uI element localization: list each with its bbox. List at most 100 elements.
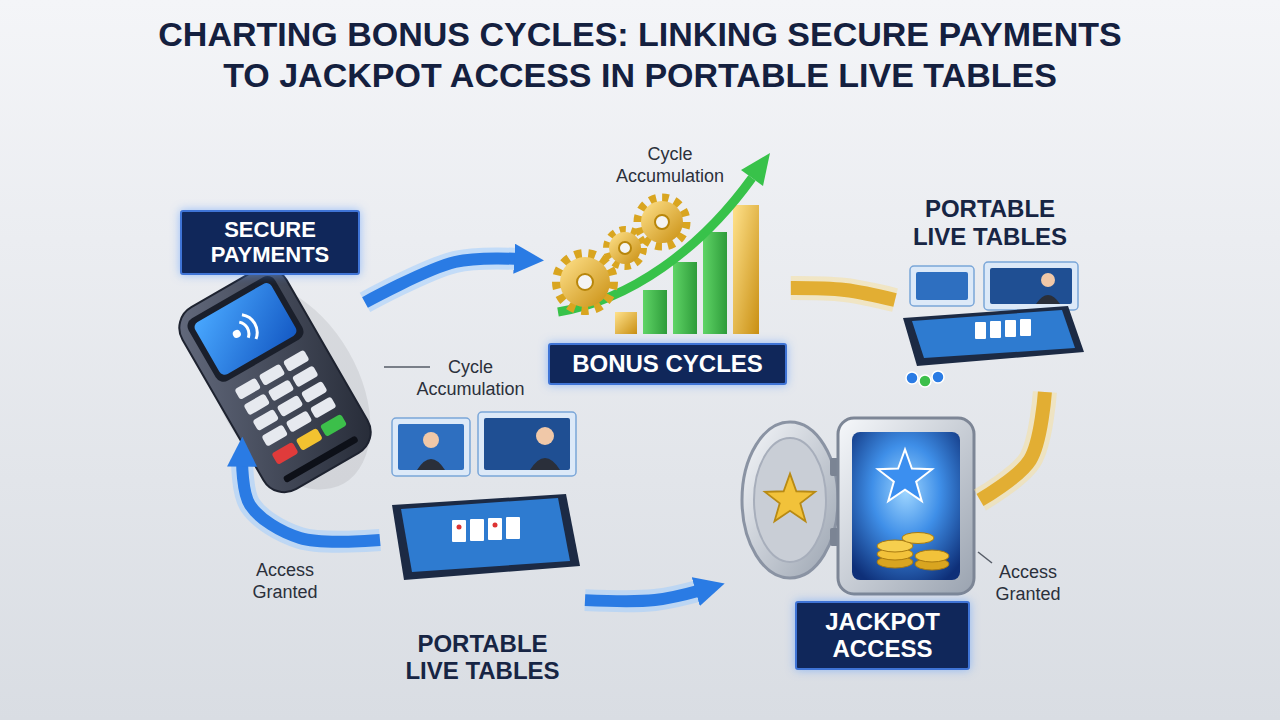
connector-glow (365, 258, 520, 302)
payment-terminal (271, 442, 298, 465)
illustration-node: PORTABLE LIVE TABLES (895, 193, 1085, 392)
live-table-tablet (470, 519, 484, 541)
gears (557, 198, 686, 310)
illustration-node: PORTABLE LIVE TABLES (380, 410, 585, 690)
connector-glow (242, 461, 380, 542)
illustration-node: JACKPOT ACCESS (725, 390, 980, 675)
connector-line (585, 590, 702, 601)
payment-terminal (286, 410, 313, 432)
payment-terminal (283, 350, 310, 372)
connector-line (365, 258, 520, 302)
jackpot-vault (742, 418, 974, 594)
callout-label: Cycle Accumulation (408, 357, 533, 400)
title-slot: CHARTING BONUS CYCLES: LINKING SECURE PA… (140, 14, 1140, 97)
gears (619, 242, 631, 254)
payment-terminal (171, 259, 380, 501)
connector-line (980, 392, 1045, 500)
connector-glow (791, 288, 895, 300)
live-table-tablet (398, 424, 464, 470)
label-slot: Access Granted (235, 560, 335, 603)
live-table-tablet (493, 523, 498, 528)
bonus-chart (643, 290, 667, 334)
payment-terminal (296, 428, 323, 451)
jackpot-vault (765, 474, 815, 522)
jackpot-vault (838, 418, 974, 594)
live-table-tablet (536, 427, 554, 445)
label-slot: Access Granted (978, 562, 1078, 605)
connector-glow (980, 392, 1045, 500)
live-table-tablet (1036, 295, 1060, 304)
payment-terminal (237, 311, 262, 342)
label-slot: Cycle Accumulation (408, 357, 533, 400)
payment-terminal (252, 409, 279, 431)
live-table-tablet (488, 518, 502, 540)
illustration-node: SECURE PAYMENTS (150, 205, 365, 437)
live-table-tablet (1020, 319, 1031, 336)
jackpot-vault (915, 550, 949, 562)
node-heading: PORTABLE LIVE TABLES (908, 195, 1073, 250)
bonus-chart (741, 153, 770, 186)
live-table-tablet (1041, 273, 1055, 287)
live-table-tablet (990, 321, 1001, 338)
leader-line (978, 552, 992, 563)
connector-group (242, 258, 1045, 601)
jackpot-vault (754, 438, 826, 562)
flow-connector (585, 590, 702, 601)
live-table-tablet (392, 494, 580, 580)
diagram-title: CHARTING BONUS CYCLES: LINKING SECURE PA… (140, 14, 1140, 97)
live-table-tablet (506, 517, 520, 539)
illustration-node: BONUS CYCLES (544, 195, 791, 390)
callout-label: Cycle Accumulation (600, 144, 740, 187)
payment-terminal (192, 281, 298, 377)
payment-terminal (320, 414, 347, 437)
live-table-tablet (903, 306, 1084, 366)
callout-label: Access Granted (978, 562, 1078, 605)
live-table-tablet (392, 418, 470, 476)
live-table-tablet (984, 262, 1078, 310)
live-table-tablet (906, 372, 918, 384)
payment-terminal (292, 365, 319, 387)
live-table-tablet (1005, 320, 1016, 337)
gears (560, 257, 610, 307)
payment-terminal (310, 396, 337, 418)
node-label: SECURE PAYMENTS (180, 210, 360, 275)
payment-terminal (259, 364, 286, 386)
bonus-chart (673, 262, 697, 334)
payment-terminal (231, 328, 242, 339)
live-table-tablet (903, 262, 1084, 387)
live-table-tablet (392, 412, 580, 580)
gears (655, 215, 669, 229)
flow-connector (791, 288, 895, 300)
bonus-chart (558, 178, 752, 312)
node-heading: PORTABLE LIVE TABLES (400, 630, 565, 685)
payment-terminal (283, 435, 359, 483)
live-table-tablet (912, 310, 1075, 358)
gears (641, 201, 683, 243)
live-table-tablet (423, 432, 439, 448)
node-label: BONUS CYCLES (548, 343, 787, 385)
flow-connector (980, 392, 1045, 500)
connector-line (791, 288, 895, 300)
live-table-tablet (484, 418, 570, 470)
jackpot-vault (742, 422, 838, 578)
live-table-tablet (919, 375, 931, 387)
gears (609, 232, 641, 264)
callout-label: Access Granted (235, 560, 335, 603)
gears (577, 274, 593, 290)
payment-terminal (301, 381, 328, 403)
connector-glow (585, 590, 702, 601)
flow-connector (242, 461, 380, 542)
live-table-tablet (975, 322, 986, 339)
live-table-tablet (530, 458, 560, 470)
leader-line (384, 366, 430, 368)
live-table-tablet (916, 272, 968, 300)
jackpot-vault (852, 432, 960, 580)
live-table-tablet (932, 371, 944, 383)
payment-terminal (277, 395, 304, 417)
live-table-tablet (401, 498, 570, 572)
